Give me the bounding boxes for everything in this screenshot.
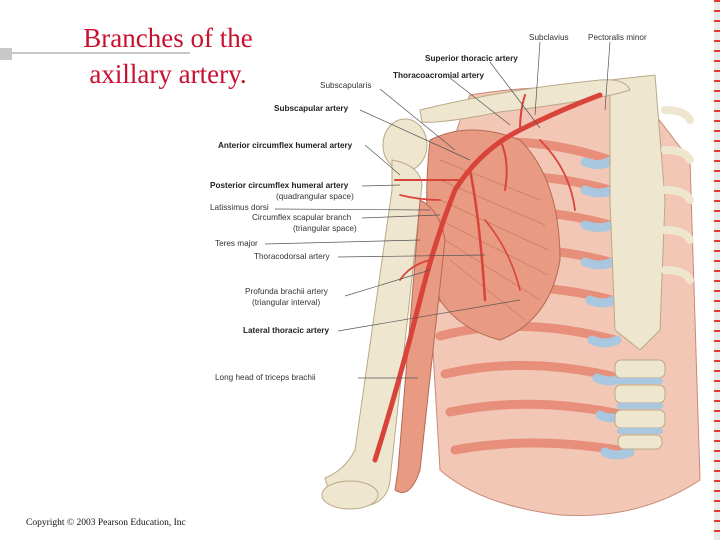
label-posterior-circumflex: Posterior circumflex humeral artery: [210, 181, 349, 190]
label-thoracodorsal: Thoracodorsal artery: [254, 252, 330, 261]
label-pectoralis-minor: Pectoralis minor: [588, 33, 647, 42]
title-line-2: axillary artery.: [89, 59, 247, 89]
label-thoracoacromial: Thoracoacromial artery: [393, 71, 484, 80]
axillary-artery: [372, 92, 603, 463]
label-superior-thoracic: Superior thoracic artery: [425, 54, 518, 63]
anatomy-labels: Subclavius Pectoralis minor Superior tho…: [210, 33, 647, 382]
label-subscapularis: Subscapularis: [320, 81, 371, 90]
label-profunda: Profunda brachii artery: [245, 287, 329, 296]
label-long-head: Long head of triceps brachii: [215, 373, 316, 382]
label-triangular-interval: (triangular interval): [252, 298, 321, 307]
decorative-bar: [0, 48, 12, 60]
humerus: [321, 118, 428, 510]
label-triangular-space: (triangular space): [293, 224, 357, 233]
label-subscapular: Subscapular artery: [274, 104, 349, 113]
title-line-1: Branches of the: [83, 23, 253, 53]
label-anterior-circumflex: Anterior circumflex humeral artery: [218, 141, 353, 150]
copyright-text: Copyright © 2003 Pearson Education, Inc: [26, 518, 186, 528]
label-teres-major: Teres major: [215, 239, 258, 248]
leader-lines: [264, 41, 611, 379]
label-quadrangular: (quadrangular space): [276, 192, 354, 201]
label-circumflex-scapular: Circumflex scapular branch: [252, 213, 352, 222]
label-subclavius: Subclavius: [529, 33, 569, 42]
arm-muscle: [394, 199, 446, 493]
label-lateral-thoracic: Lateral thoracic artery: [243, 326, 329, 335]
right-edge-bar: [714, 0, 720, 540]
label-latissimus: Latissimus dorsi: [210, 203, 269, 212]
slide-title: Branches of the axillary artery.: [58, 20, 278, 92]
clavicle: [419, 79, 631, 123]
decorative-line: [12, 52, 190, 54]
